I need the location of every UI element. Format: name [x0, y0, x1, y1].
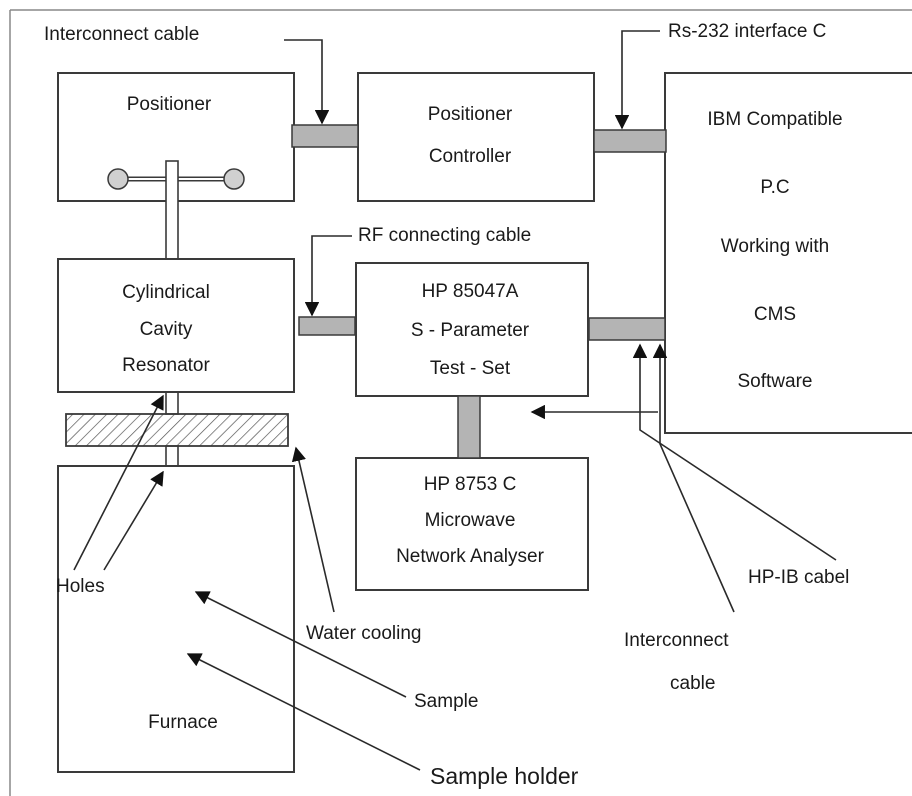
sample-label: Sample: [414, 691, 478, 712]
connector-controller-pc: [593, 129, 667, 153]
pc-label-line5: Software: [738, 371, 813, 392]
test-set-box: [355, 262, 589, 397]
pc-box: [664, 72, 912, 434]
vertical-rod-middle: [165, 391, 179, 415]
analyser-label-line3: Network Analyser: [396, 546, 545, 567]
sample-holder-label: Sample holder: [430, 763, 579, 789]
test-set-label-line2: S - Parameter: [411, 320, 530, 341]
arrow-interconnect-top: [284, 39, 330, 125]
cavity-label-line2: Cavity: [140, 319, 193, 340]
arrow-water-cooling: [291, 446, 335, 613]
positioner-knob-right: [223, 168, 245, 190]
connector-testset-analyser: [457, 395, 481, 459]
cavity-label-line3: Resonator: [122, 355, 210, 376]
arrow-rf-cable: [304, 235, 352, 317]
vertical-rod-upper: [165, 160, 179, 260]
cavity-label-line1: Cylindrical: [122, 282, 210, 303]
interconnect-bottom-label-line2: cable: [670, 673, 715, 694]
arrow-interconnect-bottom: [652, 343, 735, 613]
arrow-sample: [194, 591, 407, 698]
connector-positioner-controller: [291, 124, 359, 148]
controller-label-line1: Positioner: [428, 104, 513, 125]
positioner-knob-left: [107, 168, 129, 190]
holes-label: Holes: [56, 576, 105, 597]
controller-label-line2: Controller: [429, 146, 512, 167]
interconnect-bottom-label-line1: Interconnect: [624, 630, 729, 651]
arrow-holes-upper: [73, 394, 164, 571]
pc-label-line2: P.C: [760, 177, 789, 198]
rf-cable-label: RF connecting cable: [358, 225, 531, 246]
arrow-rs232: [614, 30, 660, 130]
pc-label-line1: IBM Compatible: [707, 109, 842, 130]
positioner-controller-box: [357, 72, 595, 202]
furnace-box: [57, 465, 295, 773]
rs232-label: Rs-232 interface C: [668, 21, 826, 42]
test-set-label-line1: HP 85047A: [422, 281, 519, 302]
arrow-holes-lower: [103, 470, 164, 571]
connector-testset-pc: [588, 317, 666, 341]
hpib-label: HP-IB cabel: [748, 567, 849, 588]
pc-label-line3: Working with: [721, 236, 829, 257]
water-cooling-plate: [65, 413, 289, 447]
analyser-label-line2: Microwave: [425, 510, 516, 531]
connector-cavity-testset: [298, 316, 356, 336]
test-set-label-line3: Test - Set: [430, 358, 511, 379]
cavity-resonator-box: [57, 258, 295, 393]
furnace-label: Furnace: [148, 712, 218, 733]
analyser-label-line1: HP 8753 C: [424, 474, 517, 495]
arrow-hpib: [632, 343, 837, 561]
positioner-label: Positioner: [127, 94, 212, 115]
arrow-sample-holder: [186, 653, 421, 771]
network-analyser-box: [355, 457, 589, 591]
water-cooling-label: Water cooling: [306, 623, 421, 644]
interconnect-cable-top-label: Interconnect cable: [44, 24, 199, 45]
pc-label-line4: CMS: [754, 304, 796, 325]
